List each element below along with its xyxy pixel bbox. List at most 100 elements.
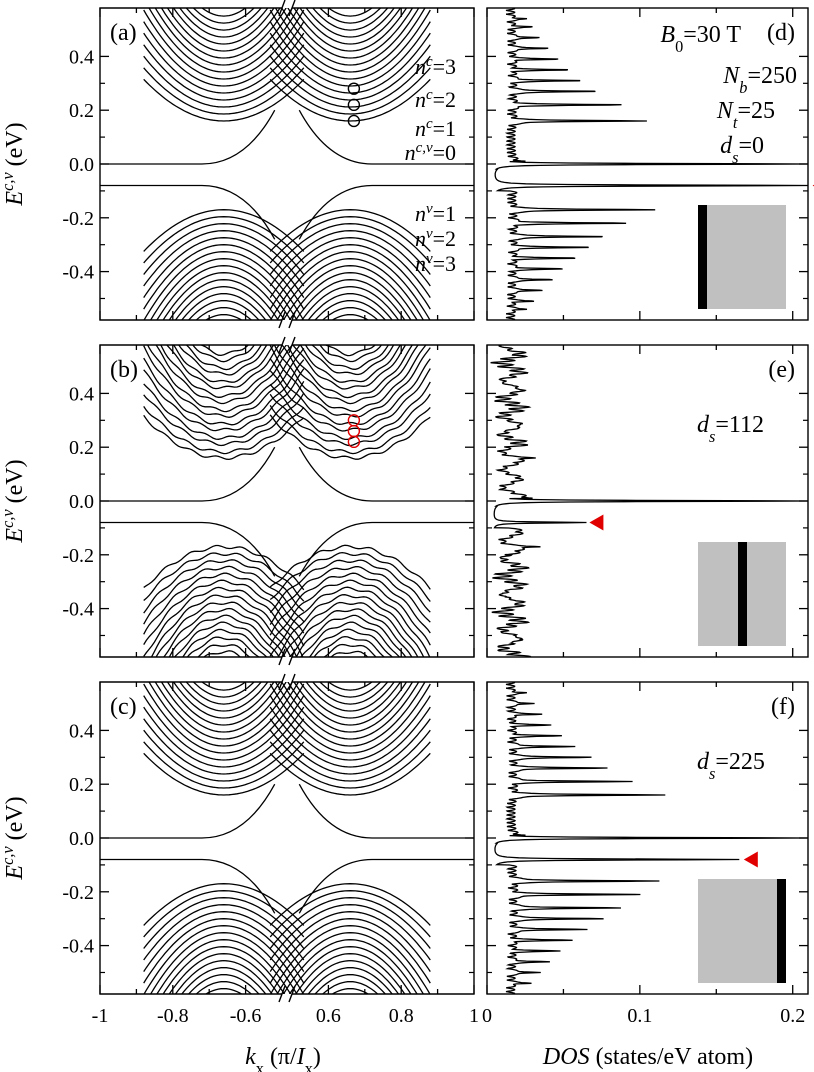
- valence-level: [282, 265, 418, 320]
- valence-level: [143, 579, 305, 647]
- axis-break-mark: [278, 648, 286, 666]
- band-curves: [100, 345, 474, 657]
- conduction-level: [274, 682, 426, 747]
- dos-panel-e: (e): [486, 344, 809, 658]
- valence-level: [323, 643, 377, 657]
- conduction-level: [269, 9, 431, 80]
- valence-level: [174, 959, 273, 994]
- valence-level: [269, 565, 431, 625]
- valence-level: [195, 980, 253, 994]
- band-curves: [100, 8, 474, 320]
- y-tick-label: 0.0: [69, 828, 94, 850]
- conduction-level: [299, 8, 402, 45]
- conduction-level: [269, 345, 431, 418]
- valence-level: [186, 636, 260, 657]
- red-arrow-marker: [589, 514, 604, 531]
- ds-label: ds=225: [697, 749, 765, 783]
- conduction-level: [172, 345, 275, 383]
- axis-break-mark: [278, 336, 286, 354]
- band-x-axis-label: kx (π/Ix): [245, 1044, 321, 1072]
- valence-level: [143, 251, 305, 320]
- valence-level: [156, 939, 292, 994]
- level-marker-circle: [347, 424, 361, 438]
- panel-label: (e): [768, 357, 795, 383]
- valence-level: [195, 306, 253, 320]
- x-tick-label: 0: [482, 1005, 492, 1027]
- level-marker-circle: [347, 414, 361, 427]
- dos-curve: [494, 682, 808, 994]
- conduction-level: [269, 718, 431, 775]
- nb-label: Nb=250: [722, 63, 797, 97]
- x-tick-label: -0.8: [157, 1005, 189, 1027]
- valence-level: [269, 223, 431, 275]
- valence-level: [168, 953, 279, 994]
- conduction-level: [287, 682, 414, 733]
- valence-level: [313, 635, 386, 657]
- conduction-level: [192, 345, 256, 363]
- valence-level: [173, 621, 274, 657]
- zero-level-c-left: [100, 783, 276, 839]
- valence-level: [269, 925, 431, 994]
- valence-level: [150, 594, 298, 657]
- conduction-level: [143, 414, 305, 461]
- valence-level: [143, 544, 305, 591]
- level-annotation: nv=1: [415, 201, 456, 226]
- valence-level: [143, 552, 305, 602]
- zero-level-c-right: [298, 783, 474, 839]
- valence-level: [276, 258, 425, 320]
- zero-level-v-left: [100, 858, 276, 914]
- zero-level-v-right: [298, 184, 474, 240]
- level-annotation: nv=3: [415, 251, 456, 276]
- conduction-level: [143, 392, 305, 447]
- panel-label: (f): [771, 694, 795, 720]
- valence-level: [321, 980, 379, 994]
- valence-level: [314, 973, 387, 994]
- conduction-level: [201, 8, 247, 17]
- valence-level: [307, 292, 393, 320]
- inset-defect-bar: [738, 542, 747, 646]
- y-tick-label: -0.4: [62, 599, 94, 621]
- conduction-level: [286, 345, 414, 399]
- inset-defect-bar: [777, 879, 786, 983]
- valence-level: [187, 973, 260, 994]
- valence-level: [295, 953, 406, 994]
- conduction-level: [281, 8, 420, 66]
- conduction-level: [143, 357, 305, 426]
- dos-curve: [494, 8, 808, 320]
- y-tick-label: 0.4: [69, 383, 94, 405]
- conduction-level: [166, 8, 281, 52]
- valence-level: [182, 628, 268, 657]
- zero-level-v-left: [100, 184, 276, 240]
- valence-level: [331, 987, 370, 994]
- dos-panel-f: (f): [486, 681, 809, 995]
- ds-label: ds=0: [720, 133, 764, 167]
- conduction-level: [281, 345, 419, 405]
- conduction-level: [166, 345, 280, 390]
- conduction-level: [311, 345, 390, 370]
- conduction-level: [311, 682, 389, 705]
- valence-level: [143, 918, 305, 984]
- axis-break-mark: [288, 336, 296, 354]
- nt-label: Nt=25: [716, 98, 775, 132]
- x-tick-label: -0.6: [230, 1005, 262, 1027]
- conduction-level: [143, 55, 305, 108]
- valence-level: [269, 890, 431, 938]
- conduction-level: [143, 683, 305, 754]
- conduction-level: [269, 405, 431, 455]
- axis-break-mark: [278, 985, 286, 1003]
- zero-level-c-left: [100, 446, 276, 502]
- conduction-level: [143, 406, 305, 455]
- zero-level-v-right: [298, 858, 474, 914]
- valence-level: [143, 244, 305, 310]
- valence-level: [269, 883, 431, 926]
- conduction-level: [143, 752, 305, 796]
- level-annotation: nv=2: [415, 226, 456, 251]
- y-tick-label: 0.4: [69, 46, 94, 68]
- band-panel-a: 0.40.20.0-0.2-0.4(a): [62, 0, 475, 329]
- valence-level: [143, 925, 305, 994]
- valence-level: [269, 904, 431, 961]
- valence-level: [143, 883, 305, 926]
- conduction-level: [269, 683, 431, 754]
